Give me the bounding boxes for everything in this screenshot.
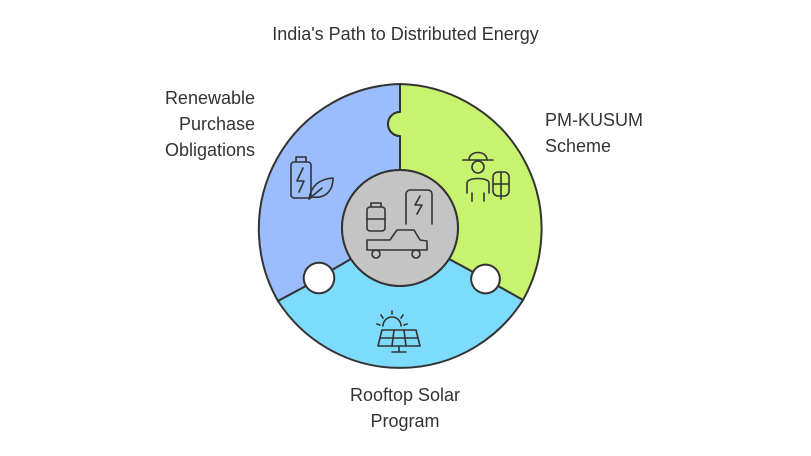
label-solar-line-1: Rooftop Solar [349, 385, 461, 405]
label-solar: Rooftop Solar Program [305, 382, 505, 434]
label-rpo-line-1: Renewable [164, 88, 255, 108]
diagram-title: India's Path to Distributed Energy [272, 24, 539, 44]
solar-panel-icon [376, 310, 421, 353]
label-kusum-line-1: PM-KUSUM [545, 110, 643, 130]
label-solar-line-2: Program [370, 411, 440, 431]
label-rpo-line-3: Obligations [164, 140, 255, 160]
segment-solar[interactable] [277, 258, 524, 369]
label-kusum-line-2: Scheme [545, 136, 612, 156]
battery-leaf-icon [290, 156, 334, 200]
label-rpo-line-2: Purchase [178, 114, 255, 134]
ev-charging-icon [366, 189, 433, 259]
label-rpo: Renewable Purchase Obligations [165, 85, 255, 163]
label-kusum: PM-KUSUM Scheme [545, 107, 643, 159]
segment-kusum[interactable] [387, 83, 543, 301]
center-hub[interactable] [341, 169, 459, 287]
farmer-icon [462, 151, 510, 202]
